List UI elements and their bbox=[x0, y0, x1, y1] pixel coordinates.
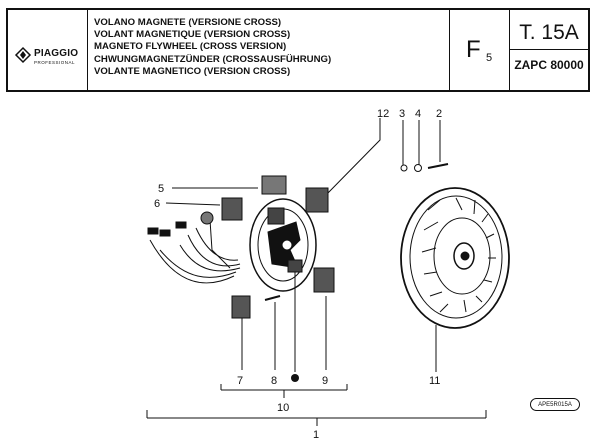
ground-marker-icon bbox=[291, 374, 299, 382]
group-code-cell: F 5 bbox=[450, 10, 510, 90]
callout-8: 8 bbox=[271, 375, 277, 387]
reference-code-badge: APE5R015A bbox=[530, 398, 580, 411]
callout-4: 4 bbox=[415, 108, 421, 120]
callout-1: 1 bbox=[313, 429, 319, 441]
title-cell: VOLANO MAGNETE (VERSIONE CROSS) VOLANT M… bbox=[88, 10, 450, 90]
callout-11: 11 bbox=[429, 375, 440, 387]
logo-cell: PIAGGIO PROFESSIONAL bbox=[8, 10, 88, 90]
callout-3: 3 bbox=[399, 108, 405, 120]
title-italian: VOLANO MAGNETE (VERSIONE CROSS) bbox=[94, 17, 282, 28]
logo-text: PIAGGIO bbox=[34, 48, 79, 59]
callout-10: 10 bbox=[277, 402, 289, 414]
callout-12: 12 bbox=[377, 108, 389, 120]
group-code: F bbox=[466, 36, 481, 63]
group-code-sub: 5 bbox=[486, 52, 493, 64]
table-cell: T. 15A ZAPC 80000 bbox=[510, 10, 588, 90]
table-number: T. 15A bbox=[510, 16, 588, 50]
callout-7: 7 bbox=[237, 375, 243, 387]
callout-6: 6 bbox=[154, 198, 160, 210]
title-german: CHWUNGMAGNETZÜNDER (CROSSAUSFÜHRUNG) bbox=[94, 53, 332, 65]
title-french: VOLANT MAGNETIQUE (VERSION CROSS) bbox=[94, 29, 291, 41]
title-block: PIAGGIO PROFESSIONAL VOLANO MAGNETE (VER… bbox=[6, 8, 590, 92]
callout-9: 9 bbox=[322, 375, 328, 387]
callout-5: 5 bbox=[158, 183, 164, 195]
piaggio-logo-icon bbox=[14, 46, 32, 64]
callout-2: 2 bbox=[436, 108, 442, 120]
series-code: ZAPC 80000 bbox=[514, 58, 584, 72]
title-spanish: VOLANTE MAGNETICO (VERSION CROSS) bbox=[94, 65, 291, 77]
logo-subtext: PROFESSIONAL bbox=[34, 60, 76, 65]
title-english: MAGNETO FLYWHEEL (CROSS VERSION) bbox=[94, 41, 287, 53]
